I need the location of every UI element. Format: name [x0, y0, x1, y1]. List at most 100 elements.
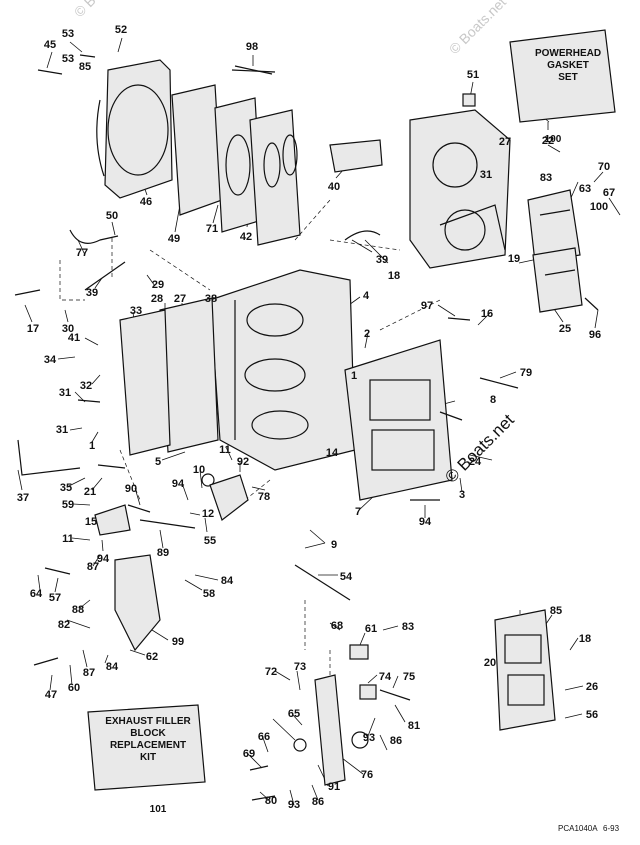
callout-number: 96: [589, 329, 601, 341]
callout-number: 17: [27, 323, 39, 335]
figure-date: 6-93: [603, 824, 620, 833]
powerhead-kit-line-1: POWERHEAD: [534, 48, 602, 59]
callout-number: 92: [237, 456, 249, 468]
callout-number: 84: [106, 661, 119, 673]
powerhead-kit-number: 100: [544, 134, 562, 145]
exhaust-kit-line-3: REPLACEMENT: [109, 740, 187, 751]
callout-number: 99: [172, 636, 184, 648]
callout-number: 53: [62, 28, 74, 40]
callout-number: 16: [481, 308, 493, 320]
callout-number: 83: [540, 172, 552, 184]
callout-number: 63: [579, 183, 591, 195]
callout-number: 88: [72, 604, 84, 616]
callout-number: 49: [168, 233, 180, 245]
watermark-top-right: © Boats.net: [446, 0, 509, 57]
callout-number: 46: [140, 196, 152, 208]
callout-number: 77: [76, 247, 88, 259]
callout-number: 84: [221, 575, 234, 587]
callout-number: 25: [559, 323, 571, 335]
exhaust-kit-line-1: EXHAUST FILLER: [105, 716, 191, 727]
callout-number: 27: [499, 136, 511, 148]
gaskets-and-plates: [171, 69, 301, 246]
callout-number: 93: [363, 732, 375, 744]
callout-number: 80: [265, 795, 277, 807]
crankcase-block: [119, 269, 356, 471]
callout-number: 11: [219, 444, 231, 456]
callout-number: 21: [84, 486, 96, 498]
callout-number: 14: [326, 447, 339, 459]
callout-number: 26: [586, 681, 598, 693]
callout-number: 39: [376, 254, 388, 266]
callout-number: 28: [151, 293, 163, 305]
callout-number: 42: [240, 231, 252, 243]
callout-number: 29: [152, 279, 164, 291]
callout-number: 40: [328, 181, 340, 193]
callout-number: 98: [246, 41, 258, 53]
callout-number: 30: [62, 323, 74, 335]
callout-number: 62: [146, 651, 158, 663]
callout-number: 59: [62, 499, 74, 511]
callout-number: 18: [388, 270, 400, 282]
callout-number: 38: [205, 293, 217, 305]
cylinder-heads: [329, 93, 511, 269]
callout-number: 65: [288, 708, 300, 720]
callout-number: 94: [419, 516, 432, 528]
callout-number: 72: [265, 666, 277, 678]
figure-code: PCA1040A: [558, 824, 598, 833]
callout-number: 79: [520, 367, 532, 379]
callout-number: 100: [590, 201, 608, 213]
callout-number: 64: [30, 588, 43, 600]
callout-number: 15: [85, 516, 97, 528]
callout-number: 89: [157, 547, 169, 559]
callout-number: 85: [79, 61, 91, 73]
callout-number: 82: [58, 619, 70, 631]
callout-number: 34: [44, 354, 57, 366]
callout-number: 78: [258, 491, 270, 503]
callout-number: 54: [340, 571, 353, 583]
exhaust-kit-line-2: BLOCK: [130, 728, 166, 739]
callout-number: 85: [550, 605, 562, 617]
callout-number: 9: [331, 539, 337, 551]
watermark-top: © Boats.net: [71, 0, 134, 20]
callout-number: 50: [106, 210, 118, 222]
callout-number: 5: [155, 456, 161, 468]
callout-number: 12: [202, 508, 214, 520]
callout-number: 87: [87, 561, 99, 573]
powerhead-kit-line-2: GASKET: [547, 60, 589, 71]
callout-number: 97: [421, 300, 433, 312]
callout-number: 41: [68, 332, 80, 344]
exhaust-kit-number: 101: [149, 804, 167, 815]
callout-number: 1: [89, 440, 95, 452]
callout-number: 31: [56, 424, 68, 436]
callout-number: 56: [586, 709, 598, 721]
callout-number: 83: [402, 621, 414, 633]
callout-number: 53: [62, 53, 74, 65]
callout-number: 11: [62, 533, 74, 545]
callout-number: 55: [204, 535, 216, 547]
watermark: © Boats.net: [441, 410, 518, 487]
callout-number: 69: [243, 748, 255, 760]
callout-number: 37: [17, 492, 29, 504]
callout-number: 91: [328, 781, 340, 793]
callout-number: 61: [365, 623, 377, 635]
callout-number: 93: [288, 799, 300, 811]
callout-number: 67: [603, 187, 615, 199]
callout-number: 45: [44, 39, 56, 51]
callout-number: 74: [379, 671, 392, 683]
callout-number: 66: [258, 731, 270, 743]
callout-number: 8: [490, 394, 496, 406]
callout-number: 10: [193, 464, 205, 476]
callout-number: 51: [467, 69, 479, 81]
callout-number: 70: [598, 161, 610, 173]
callout-number: 20: [484, 657, 496, 669]
reed-valve-assembly: [527, 189, 583, 313]
callout-number: 3: [459, 489, 465, 501]
callout-number: 47: [45, 689, 57, 701]
powerhead-kit-label: POWERHEAD GASKET SET: [528, 48, 608, 84]
callout-number: 2: [364, 328, 370, 340]
callout-number: 33: [130, 305, 142, 317]
callout-number: 71: [206, 223, 218, 235]
callout-number: 22: [542, 135, 554, 147]
callout-number: 24: [469, 456, 482, 468]
